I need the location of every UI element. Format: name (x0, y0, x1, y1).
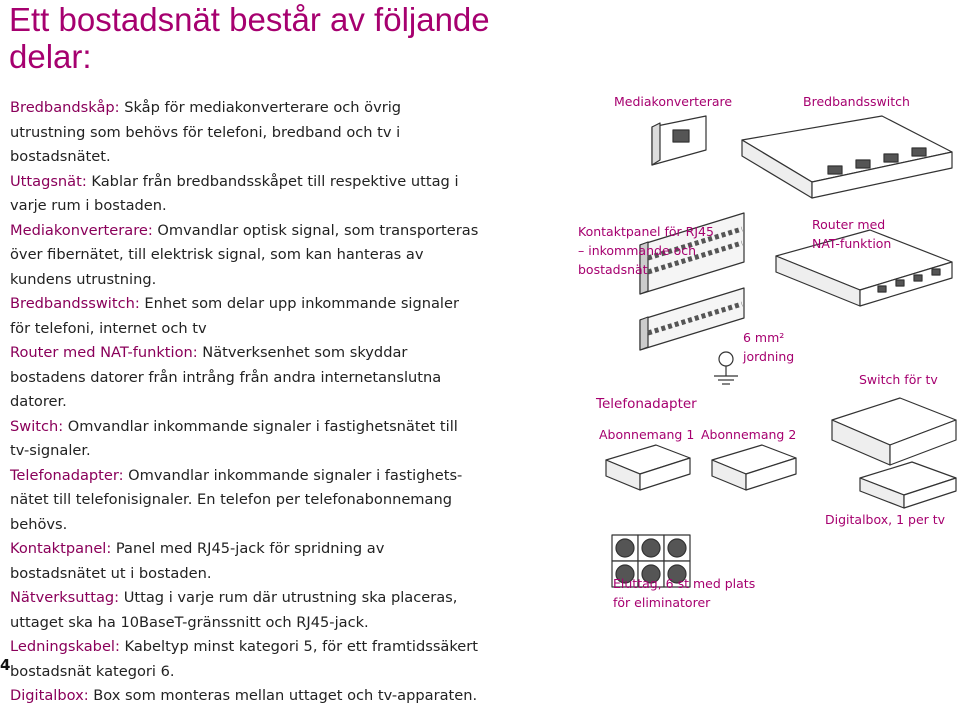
definition-term: Digitalbox: (10, 687, 89, 704)
definition-telefonadapter: Telefonadapter: Omvandlar inkommande sig… (10, 464, 480, 538)
definition-term: Switch: (10, 417, 64, 435)
label-kontaktpanel-line1: Kontaktpanel för RJ45 (578, 224, 714, 239)
label-grounding-line1: 6 mm² (743, 330, 785, 345)
definition-uttagsnat: Uttagsnät: Kablar från bredbandsskåpet t… (10, 170, 480, 219)
definition-digitalbox: Digitalbox: Box som monteras mellan utta… (10, 684, 480, 709)
definition-text: Enhet som delar upp inkommande signaler … (10, 295, 459, 337)
definition-text: Kablar från bredbandsskåpet till respekt… (10, 172, 459, 215)
definition-term: Bredbandskåp: (10, 99, 120, 116)
page-number: 4 (0, 656, 11, 674)
broadband-switch-icon (741, 115, 953, 199)
definition-kontaktpanel: Kontaktpanel: Panel med RJ45-jack för sp… (10, 537, 480, 586)
label-router-line2: NAT-funktion (812, 236, 892, 251)
definition-term: Telefonadapter: (10, 466, 124, 484)
patch-panel-icon (639, 212, 745, 351)
label-router-line1: Router med (812, 217, 886, 232)
label-eluttag-line1: Eluttag, 6 st med plats (613, 576, 756, 591)
label-kontaktpanel-line3: bostadsnät (578, 262, 648, 277)
definition-router: Router med NAT-funktion: Nätverksenhet s… (10, 341, 480, 415)
phone-adapter-2-icon (711, 444, 797, 491)
label-abonnemang-1: Abonnemang 1 (599, 427, 695, 442)
label-bredbandsswitch: Bredbandsswitch (803, 94, 910, 109)
phone-adapter-1-icon (605, 444, 691, 491)
definition-term: Uttagsnät: (10, 172, 87, 190)
page-title: Ett bostadsnät består av följande delar: (9, 1, 490, 75)
power-outlets-icon (611, 534, 691, 588)
definition-term: Bredbandsswitch: (10, 295, 140, 312)
definition-term: Kontaktpanel: (10, 540, 112, 557)
definition-text: Omvandlar inkommande signaler i fastighe… (10, 466, 463, 533)
media-converter-icon (651, 115, 707, 166)
definition-switch: Switch: Omvandlar inkommande signaler i … (10, 415, 480, 464)
digital-box-icon (859, 461, 957, 509)
ground-icon (714, 351, 738, 385)
definition-bredbandskap: Bredbandskåp: Skåp för mediakonverterare… (10, 96, 480, 170)
definitions-list: Bredbandskåp: Skåp för mediakonverterare… (10, 96, 480, 709)
definition-term: Mediakonverterare: (10, 221, 153, 239)
label-kontaktpanel-line2: – inkommande och (578, 243, 697, 258)
definition-bredbandsswitch: Bredbandsswitch: Enhet som delar upp ink… (10, 292, 480, 341)
definition-text: Box som monteras mellan uttaget och tv-a… (88, 687, 478, 704)
definition-natverksuttag: Nätverksuttag: Uttag i varje rum där utr… (10, 586, 480, 635)
definition-term: Nätverksuttag: (10, 589, 120, 606)
definition-text: Omvandlar inkommande signaler i fastighe… (10, 417, 458, 460)
definition-text: Omvandlar optisk signal, som transporter… (10, 221, 479, 288)
definition-ledningskabel: Ledningskabel: Kabeltyp minst kategori 5… (10, 635, 480, 684)
label-grounding-line2: jordning (743, 349, 795, 364)
network-diagram (605, 115, 957, 588)
label-telefonadapter: Telefonadapter (596, 396, 697, 412)
label-eluttag-line2: för eliminatorer (613, 595, 711, 610)
label-switch-tv: Switch för tv (859, 372, 938, 387)
definition-term: Ledningskabel: (10, 638, 120, 655)
definition-mediakonverterare: Mediakonverterare: Omvandlar optisk sign… (10, 219, 480, 293)
router-icon (775, 229, 953, 307)
tv-switch-icon (831, 397, 957, 466)
definition-text: Skåp för mediakonverterare och övrig utr… (10, 99, 402, 165)
definition-term: Router med NAT-funktion: (10, 344, 198, 361)
definition-text: Panel med RJ45-jack för spridning av bos… (10, 540, 385, 582)
label-abonnemang-2: Abonnemang 2 (701, 427, 797, 442)
label-digitalbox: Digitalbox, 1 per tv (825, 512, 946, 527)
definition-text: Nätverksenhet som skyddar bostadens dato… (10, 344, 442, 410)
label-mediakonverterare: Mediakonverterare (614, 94, 733, 109)
definition-text: Uttag i varje rum där utrustning ska pla… (10, 589, 458, 631)
